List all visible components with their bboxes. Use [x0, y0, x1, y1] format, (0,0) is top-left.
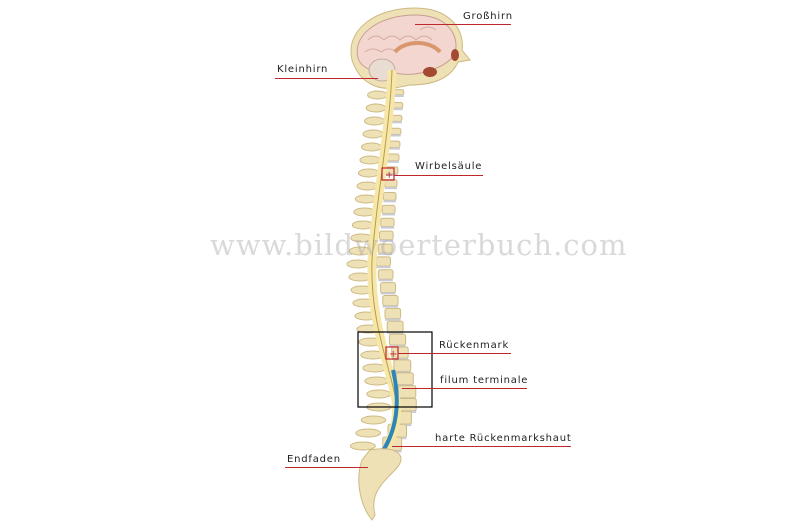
svg-text:+: + [389, 349, 397, 360]
intervertebral-disc [378, 279, 393, 282]
vertebral-body [393, 359, 412, 372]
vertebral-body [381, 204, 396, 214]
leader-filum-terminale [402, 388, 527, 389]
spinous-process [367, 90, 388, 100]
intervertebral-disc [384, 187, 397, 190]
vertebral-body [386, 153, 400, 162]
intervertebral-disc [391, 358, 409, 361]
spinous-process [365, 103, 387, 113]
corpus-callosum [393, 41, 442, 54]
spinous-process [356, 181, 379, 191]
svg-text:+: + [385, 170, 393, 181]
label-filum-terminale: filum terminale [440, 375, 529, 386]
vertebral-body [395, 372, 414, 386]
leader-harte-rueckenmarkshaut [392, 446, 571, 447]
label-harte-rueckenmarkshaut: harte Rückenmarkshaut [435, 433, 572, 444]
intervertebral-disc [393, 95, 404, 97]
spinous-process [354, 194, 378, 204]
vertebral-body [377, 269, 394, 280]
intervertebral-disc [376, 266, 391, 269]
intervertebral-disc [383, 200, 397, 203]
vertebrae [346, 89, 417, 453]
leader-endfaden [285, 467, 368, 468]
intervertebral-disc [378, 252, 393, 255]
intervertebral-disc [385, 318, 401, 321]
intervertebral-disc [386, 173, 398, 176]
leader-wirbelsaeule [394, 175, 483, 176]
spinous-process [359, 155, 382, 165]
spinous-process [357, 168, 380, 178]
sacrum [358, 448, 402, 521]
intervertebral-disc [380, 292, 396, 295]
vertebral-body [380, 282, 396, 293]
intervertebral-disc [380, 226, 395, 229]
intervertebral-disc [389, 345, 406, 348]
watermark: www.bildwoerterbuch.com [210, 228, 628, 262]
label-grosshirn: Großhirn [463, 11, 513, 22]
intervertebral-disc [389, 134, 401, 137]
label-kleinhirn: Kleinhirn [277, 64, 329, 75]
vertebral-body [382, 192, 397, 201]
spinous-process [349, 441, 376, 451]
vertebral-body [388, 333, 407, 346]
spinous-process [360, 142, 383, 152]
leader-grosshirn [415, 24, 511, 25]
intervertebral-disc [379, 239, 394, 242]
vertebral-body [384, 307, 402, 320]
spinous-process [360, 415, 387, 425]
intervertebral-disc [387, 160, 399, 163]
leader-kleinhirn [275, 78, 378, 79]
spinous-process [364, 376, 390, 386]
spinous-process [355, 428, 382, 438]
label-endfaden: Endfaden [287, 454, 341, 465]
vertebral-body [386, 320, 404, 333]
intervertebral-disc [392, 108, 403, 111]
vertebral-body [382, 295, 399, 307]
detail-inset [357, 331, 433, 408]
spinous-process [362, 129, 384, 139]
leader-rueckenmark [398, 353, 511, 354]
marker-wirbelsaeule [381, 167, 395, 181]
intervertebral-disc [382, 305, 399, 308]
spinous-process [364, 116, 386, 126]
intervertebral-disc [387, 331, 404, 334]
vertebral-body [388, 140, 401, 149]
intervertebral-disc [388, 147, 400, 150]
intervertebral-disc [391, 121, 402, 124]
spinous-process [366, 389, 392, 399]
intervertebral-disc [382, 213, 396, 216]
label-wirbelsaeule: Wirbelsäule [415, 161, 483, 172]
label-rueckenmark: Rückenmark [439, 340, 510, 351]
vertebral-body [380, 217, 395, 228]
